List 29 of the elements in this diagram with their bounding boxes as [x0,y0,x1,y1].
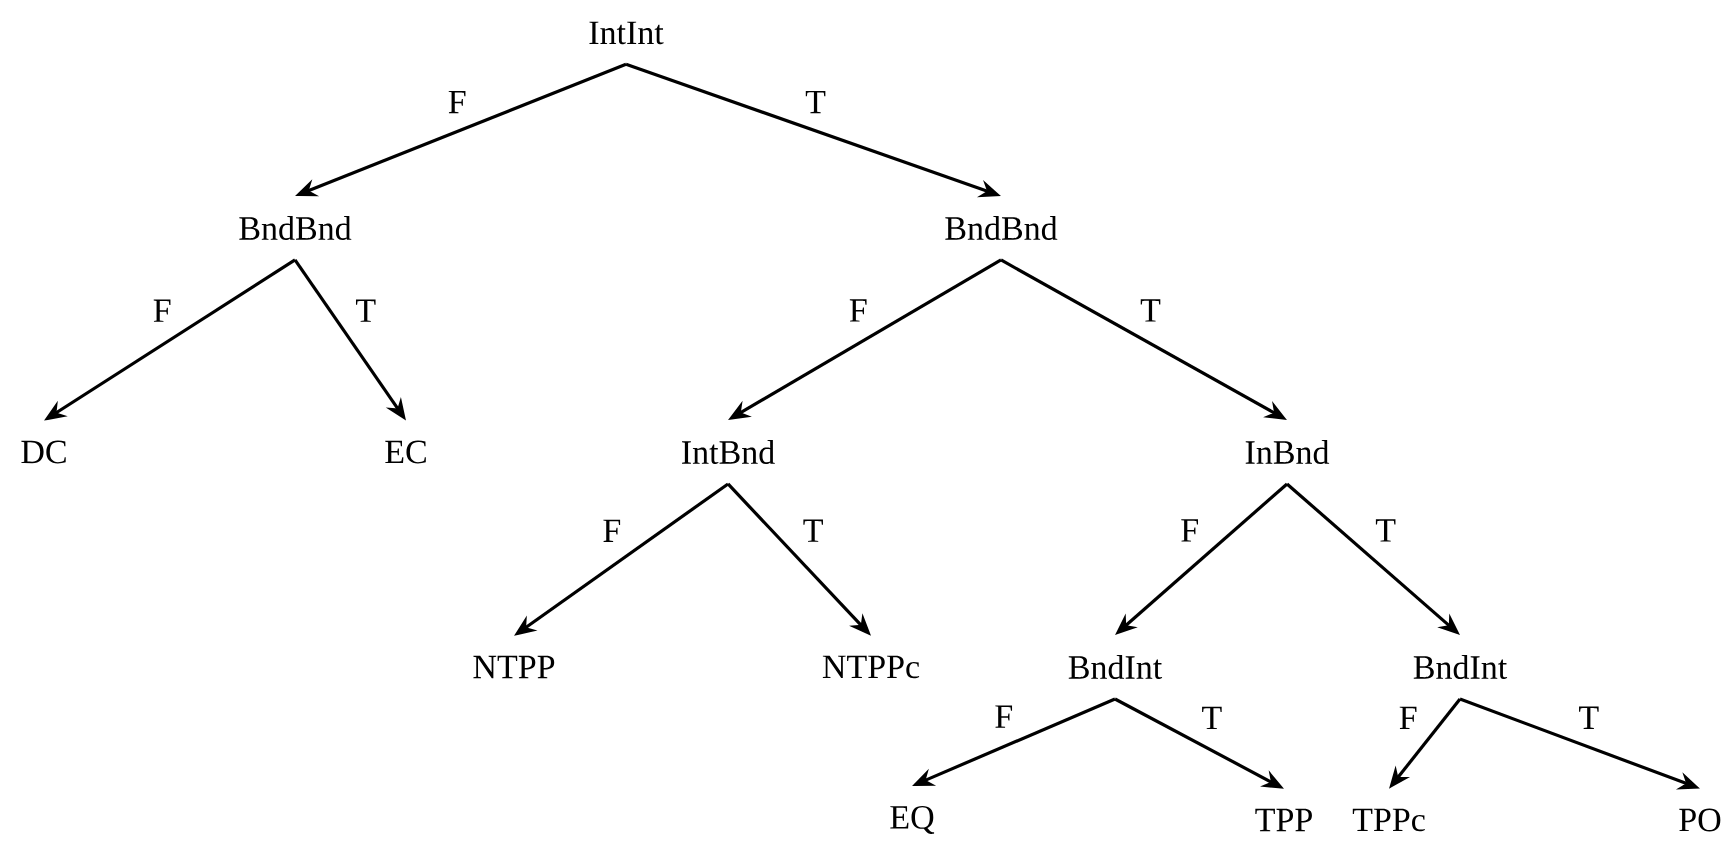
node-label: TPP [1255,808,1312,832]
edge-label: F [150,297,174,324]
edge-label: F [600,517,624,544]
node-label: IntBnd [682,440,775,464]
edge-label: T [353,297,379,324]
node-label: IntInt [589,21,664,45]
node-label: InBnd [1245,440,1330,464]
node-label: DC [21,440,66,464]
edge-label: F [1178,517,1202,544]
edge-label: T [1373,517,1399,544]
edge-label: F [1396,704,1420,731]
edge-label: T [1138,297,1163,324]
node-label: BndBnd [239,216,352,240]
edge-label: T [1576,704,1602,731]
node-label: EQ [890,806,935,834]
node-label: PO [1679,808,1721,832]
edge-label: F [846,297,870,324]
edge-label: T [1199,704,1225,731]
node-label: BndBnd [945,216,1058,240]
edge-label: F [992,703,1016,730]
node-label: TPPc [1352,808,1425,832]
node-label: BndInt [1068,655,1163,679]
edge-label: T [800,517,826,544]
edge-label: F [445,88,469,116]
node-label: BndInt [1413,655,1508,679]
node-label: NTPP [473,655,555,679]
edge-label: T [803,88,828,116]
node-label: NTPPc [822,655,920,679]
node-label: EC [385,440,426,464]
